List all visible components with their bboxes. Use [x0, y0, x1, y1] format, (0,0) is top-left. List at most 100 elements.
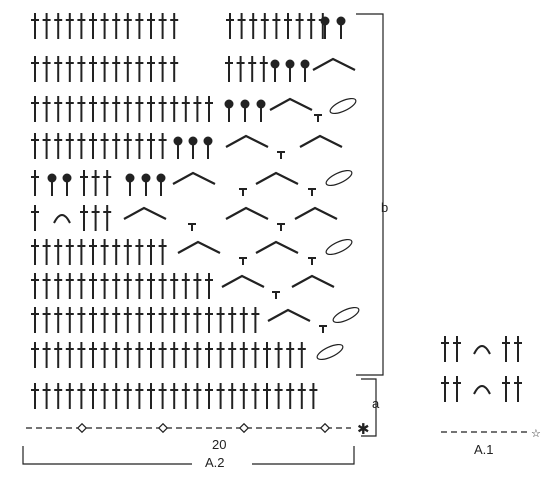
- chart-a1-symbols: [441, 336, 522, 402]
- treble-symbol: [77, 239, 86, 265]
- treble-symbol: [91, 205, 100, 231]
- treble-symbol: [54, 383, 63, 409]
- chain-arch-symbol: [473, 385, 491, 395]
- treble-symbol: [65, 96, 74, 122]
- cluster-symbol: [156, 173, 166, 196]
- treble-symbol: [181, 342, 190, 368]
- treble-symbol: [42, 307, 51, 333]
- treble-symbol: [100, 13, 109, 39]
- treble-symbol: [135, 383, 144, 409]
- chevron-symbol: [291, 274, 335, 288]
- treble-symbol: [77, 13, 86, 39]
- treble-symbol: [112, 96, 121, 122]
- treble-symbol: [80, 170, 88, 196]
- loop-symbol: [316, 343, 344, 361]
- chevron-symbol: [267, 308, 311, 322]
- chevron-line: [267, 308, 311, 322]
- treble-symbol: [251, 307, 260, 333]
- treble-symbol: [65, 239, 74, 265]
- treble-symbol: [31, 307, 39, 333]
- cluster-symbol: [188, 136, 198, 159]
- treble-symbol: [147, 307, 155, 333]
- treble-symbol: [42, 96, 51, 122]
- single-crochet-symbol: [277, 151, 285, 159]
- treble-symbol: [100, 133, 109, 159]
- treble-symbol: [272, 13, 281, 39]
- cluster-symbol: [270, 59, 280, 82]
- stitch-count-label: 20: [212, 437, 226, 452]
- treble-symbol: [193, 383, 202, 409]
- treble-symbol: [31, 96, 39, 122]
- chevron-line: [177, 240, 221, 254]
- treble-symbol: [100, 96, 109, 122]
- treble-symbol: [89, 383, 97, 409]
- treble-symbol: [54, 342, 63, 368]
- treble-symbol: [103, 170, 112, 196]
- treble-symbol: [514, 336, 522, 362]
- treble-symbol: [112, 307, 121, 333]
- cluster-symbol: [203, 136, 213, 159]
- chart-a1-label: A.1: [474, 442, 494, 457]
- chevron-symbol: [221, 274, 265, 288]
- treble-symbol: [65, 133, 74, 159]
- diamond-marker: [157, 422, 169, 434]
- chevron-line: [221, 274, 265, 288]
- treble-symbol: [42, 383, 51, 409]
- treble-symbol: [181, 307, 190, 333]
- cluster-symbol: [125, 173, 135, 196]
- treble-symbol: [54, 133, 63, 159]
- treble-symbol: [237, 13, 246, 39]
- chevron-line: [269, 97, 313, 111]
- treble-symbol: [112, 383, 121, 409]
- treble-symbol: [251, 383, 260, 409]
- treble-symbol: [239, 383, 248, 409]
- treble-symbol: [205, 273, 213, 299]
- treble-symbol: [249, 13, 258, 39]
- treble-symbol: [228, 383, 237, 409]
- treble-symbol: [147, 133, 155, 159]
- loop-symbol: [329, 97, 357, 115]
- treble-symbol: [295, 13, 304, 39]
- treble-symbol: [123, 273, 132, 299]
- treble-symbol: [205, 307, 213, 333]
- treble-symbol: [248, 56, 257, 82]
- treble-symbol: [135, 56, 144, 82]
- treble-symbol: [307, 13, 316, 39]
- treble-symbol: [89, 13, 97, 39]
- treble-symbol: [170, 383, 179, 409]
- treble-symbol: [31, 170, 39, 196]
- treble-symbol: [170, 13, 179, 39]
- treble-symbol: [147, 273, 155, 299]
- treble-symbol: [239, 307, 248, 333]
- treble-symbol: [147, 56, 155, 82]
- treble-symbol: [181, 96, 190, 122]
- arch-curve: [473, 345, 491, 355]
- treble-symbol: [274, 342, 283, 368]
- arch-curve: [53, 214, 71, 224]
- treble-symbol: [441, 336, 449, 362]
- treble-symbol: [77, 133, 86, 159]
- treble-symbol: [100, 273, 109, 299]
- chevron-line: [294, 206, 338, 220]
- treble-symbol: [158, 56, 167, 82]
- treble-symbol: [112, 56, 121, 82]
- treble-symbol: [193, 273, 202, 299]
- chart-a2-symbols: [31, 13, 360, 409]
- treble-symbol: [286, 342, 295, 368]
- treble-symbol: [65, 273, 74, 299]
- treble-symbol: [228, 307, 237, 333]
- treble-symbol: [123, 383, 132, 409]
- treble-symbol: [31, 133, 39, 159]
- treble-symbol: [158, 133, 167, 159]
- treble-symbol: [123, 56, 132, 82]
- treble-symbol: [100, 307, 109, 333]
- treble-symbol: [181, 273, 190, 299]
- treble-symbol: [147, 96, 155, 122]
- treble-symbol: [135, 273, 144, 299]
- treble-symbol: [158, 342, 167, 368]
- treble-symbol: [236, 56, 245, 82]
- treble-symbol: [123, 96, 132, 122]
- treble-symbol: [100, 239, 109, 265]
- chevron-symbol: [225, 134, 269, 148]
- treble-symbol: [502, 376, 510, 402]
